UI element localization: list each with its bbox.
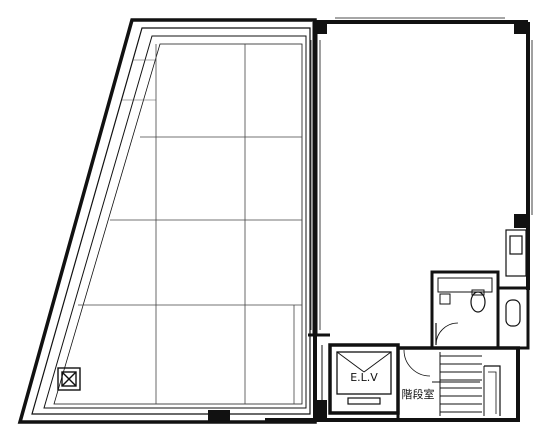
column (313, 20, 327, 34)
elevator-car-cross (336, 351, 365, 373)
column (514, 20, 528, 34)
balcony-parapet-inner (31, 27, 311, 415)
washbasin-icon (505, 299, 521, 327)
toilet-icon (470, 291, 486, 313)
balcony-tile-grid (78, 44, 302, 404)
wc-wall (430, 270, 500, 350)
balcony-railing-line (43, 35, 307, 409)
counter-sink (509, 235, 523, 255)
wc-shelf (439, 293, 451, 305)
balcony-area (17, 18, 317, 424)
drain-box-cross (61, 371, 77, 387)
washroom (496, 286, 530, 350)
balcony-outer-wall (17, 18, 317, 424)
column (514, 214, 526, 228)
toilet-tank-icon (471, 289, 485, 296)
stair-landing (484, 365, 501, 416)
kitchen-counter (505, 229, 527, 277)
main-room (310, 17, 533, 335)
drain-box-frame (57, 367, 81, 391)
stair-door-swing (403, 349, 431, 377)
elevator-car (336, 351, 392, 395)
stairwell-label: 階段室 (402, 387, 435, 401)
balcony-tile-diagonals (122, 59, 156, 101)
washroom-wall (496, 286, 530, 350)
staircase (432, 352, 501, 416)
drain-box-inner (61, 371, 77, 387)
drain-box (57, 367, 81, 391)
balcony-railing-line-2 (53, 43, 303, 405)
elevator-car-cross (363, 351, 392, 373)
wc-door-swing (435, 322, 459, 346)
structural-columns (208, 20, 528, 422)
elevator-label: E.L.V (350, 371, 378, 384)
stair-landing-inner (488, 371, 497, 414)
column (208, 410, 230, 422)
elevator-door (347, 397, 381, 405)
counter-frame (505, 229, 527, 277)
wc-inner (437, 277, 493, 293)
core-walls (265, 333, 520, 422)
wc-room (430, 270, 500, 350)
